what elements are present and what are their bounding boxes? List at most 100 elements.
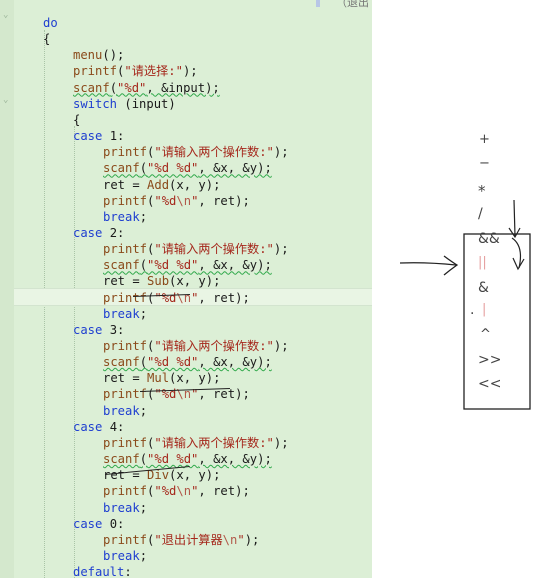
arrow-down-icon xyxy=(513,199,516,237)
code-line[interactable]: default: xyxy=(73,564,132,578)
code-line[interactable]: scanf("%d %d", &x, &y); xyxy=(103,257,272,273)
code-line[interactable]: { xyxy=(73,112,80,128)
code-line[interactable]: break; xyxy=(103,548,147,564)
code-token: do xyxy=(43,16,58,30)
code-line[interactable]: printf("请输入两个操作数:"); xyxy=(103,144,289,160)
code-line[interactable]: printf("%d\n", ret); xyxy=(103,290,250,306)
code-line[interactable]: ret = Mul(x, y); xyxy=(103,370,220,386)
code-token: scanf xyxy=(103,452,140,467)
code-line[interactable]: case 1: xyxy=(73,128,124,144)
code-line[interactable]: printf("请输入两个操作数:"); xyxy=(103,338,289,354)
code-line[interactable]: printf("%d\n", ret); xyxy=(103,483,250,499)
code-token: ); xyxy=(273,242,289,257)
code-token: 1: xyxy=(102,129,125,144)
fold-marker-icon[interactable]: ⌄ xyxy=(3,95,9,105)
code-token: Mul xyxy=(147,371,170,386)
code-token: printf xyxy=(103,290,148,305)
code-line[interactable]: printf("请选择:"); xyxy=(73,63,198,79)
code-token: (input) xyxy=(117,96,176,111)
code-token: 0: xyxy=(102,516,125,531)
code-line[interactable]: printf("退出计算器\n"); xyxy=(103,532,259,548)
code-token: break xyxy=(103,306,140,321)
code-line[interactable]: printf("请输入两个操作数:"); xyxy=(103,435,289,451)
code-token: ; xyxy=(139,306,148,321)
code-line[interactable]: printf("%d\n", ret); xyxy=(103,193,250,209)
code-line[interactable]: menu(); xyxy=(73,47,124,63)
code-token: { xyxy=(43,32,51,47)
code-token: , &input); xyxy=(146,80,220,95)
code-token: printf xyxy=(103,484,148,499)
code-token: ; xyxy=(139,209,148,224)
annotation-dot: . xyxy=(470,302,475,318)
code-line[interactable]: ret = Div(x, y); xyxy=(103,467,220,483)
top-partial-text: （退出 xyxy=(336,0,369,9)
code-token: , &x, &y); xyxy=(198,355,272,370)
code-line[interactable]: scanf("%d", &input); xyxy=(73,80,220,96)
code-line[interactable]: switch (input) xyxy=(73,96,176,112)
code-token: "%d xyxy=(154,484,177,499)
code-line[interactable]: ret = Add(x, y); xyxy=(103,177,220,193)
code-line[interactable]: break; xyxy=(103,306,147,322)
code-line[interactable]: case 0: xyxy=(73,516,124,532)
code-token: \n xyxy=(176,193,192,208)
code-token: printf xyxy=(103,435,148,450)
code-token: , &x, &y); xyxy=(198,258,272,273)
code-token: "请选择:" xyxy=(124,64,183,79)
code-token: : xyxy=(124,565,132,578)
code-token: ret = xyxy=(103,274,148,289)
code-token: Add xyxy=(147,177,170,192)
code-token: 2: xyxy=(102,225,125,240)
code-line[interactable]: case 2: xyxy=(73,225,124,241)
code-token: scanf xyxy=(73,80,110,95)
operator-label: | xyxy=(482,302,487,317)
code-line[interactable]: do xyxy=(43,15,58,31)
code-line[interactable]: ret = Sub(x, y); xyxy=(103,273,220,289)
editor-gutter: ⌄ ⌄ xyxy=(0,0,14,578)
code-token: printf xyxy=(103,145,148,160)
code-token: ); xyxy=(273,339,289,353)
code-token: break xyxy=(103,500,140,515)
code-token: \n xyxy=(222,532,238,547)
code-token: break xyxy=(103,403,140,418)
code-line[interactable]: scanf("%d %d", &x, &y); xyxy=(103,354,272,370)
code-line[interactable]: break; xyxy=(103,403,147,419)
code-line[interactable]: scanf("%d %d", &x, &y); xyxy=(103,160,272,176)
fold-marker-icon[interactable]: ⌄ xyxy=(3,10,9,20)
code-token: case xyxy=(73,129,103,144)
annotation-drawing xyxy=(399,199,531,410)
handwritten-annotation: +−*/&&||&|^>><<. xyxy=(372,0,549,578)
operator-label: ^ xyxy=(480,327,491,342)
code-token: "%d %d" xyxy=(147,258,199,273)
code-token: , ret); xyxy=(198,484,250,499)
code-token: ( xyxy=(147,193,155,208)
code-token: "%d %d" xyxy=(147,452,199,467)
code-line[interactable]: case 4: xyxy=(73,419,124,435)
code-token: ( xyxy=(147,242,155,257)
code-token: "请输入两个操作数:" xyxy=(154,242,274,257)
code-token: break xyxy=(103,209,140,224)
operator-label: >> xyxy=(478,352,502,368)
indent-guide xyxy=(74,126,75,578)
code-token: (); xyxy=(102,48,125,63)
code-token: ( xyxy=(117,64,125,79)
code-token: printf xyxy=(103,532,148,547)
code-token: ret = xyxy=(103,371,148,386)
code-token: "%d xyxy=(154,290,177,305)
code-token: , &x, &y); xyxy=(198,452,272,467)
code-token: printf xyxy=(103,193,148,208)
code-token: \n xyxy=(176,387,192,402)
code-line[interactable]: printf("%d\n", ret); xyxy=(103,386,250,402)
code-token: break xyxy=(103,548,140,563)
code-line[interactable]: case 3: xyxy=(73,322,124,338)
code-line[interactable]: break; xyxy=(103,209,147,225)
code-editor[interactable]: ⌄ ⌄ do{menu();printf("请选择:");scanf("%d",… xyxy=(0,0,372,578)
code-token: scanf xyxy=(103,161,140,176)
code-line[interactable]: { xyxy=(43,31,50,47)
code-line[interactable]: printf("请输入两个操作数:"); xyxy=(103,241,289,257)
code-line[interactable]: break; xyxy=(103,500,147,516)
scroll-marker xyxy=(316,0,320,7)
code-token: ( xyxy=(139,452,148,467)
code-token: { xyxy=(73,112,81,127)
code-line[interactable]: scanf("%d %d", &x, &y); xyxy=(103,451,272,467)
code-token: "请输入两个操作数:" xyxy=(154,145,274,160)
